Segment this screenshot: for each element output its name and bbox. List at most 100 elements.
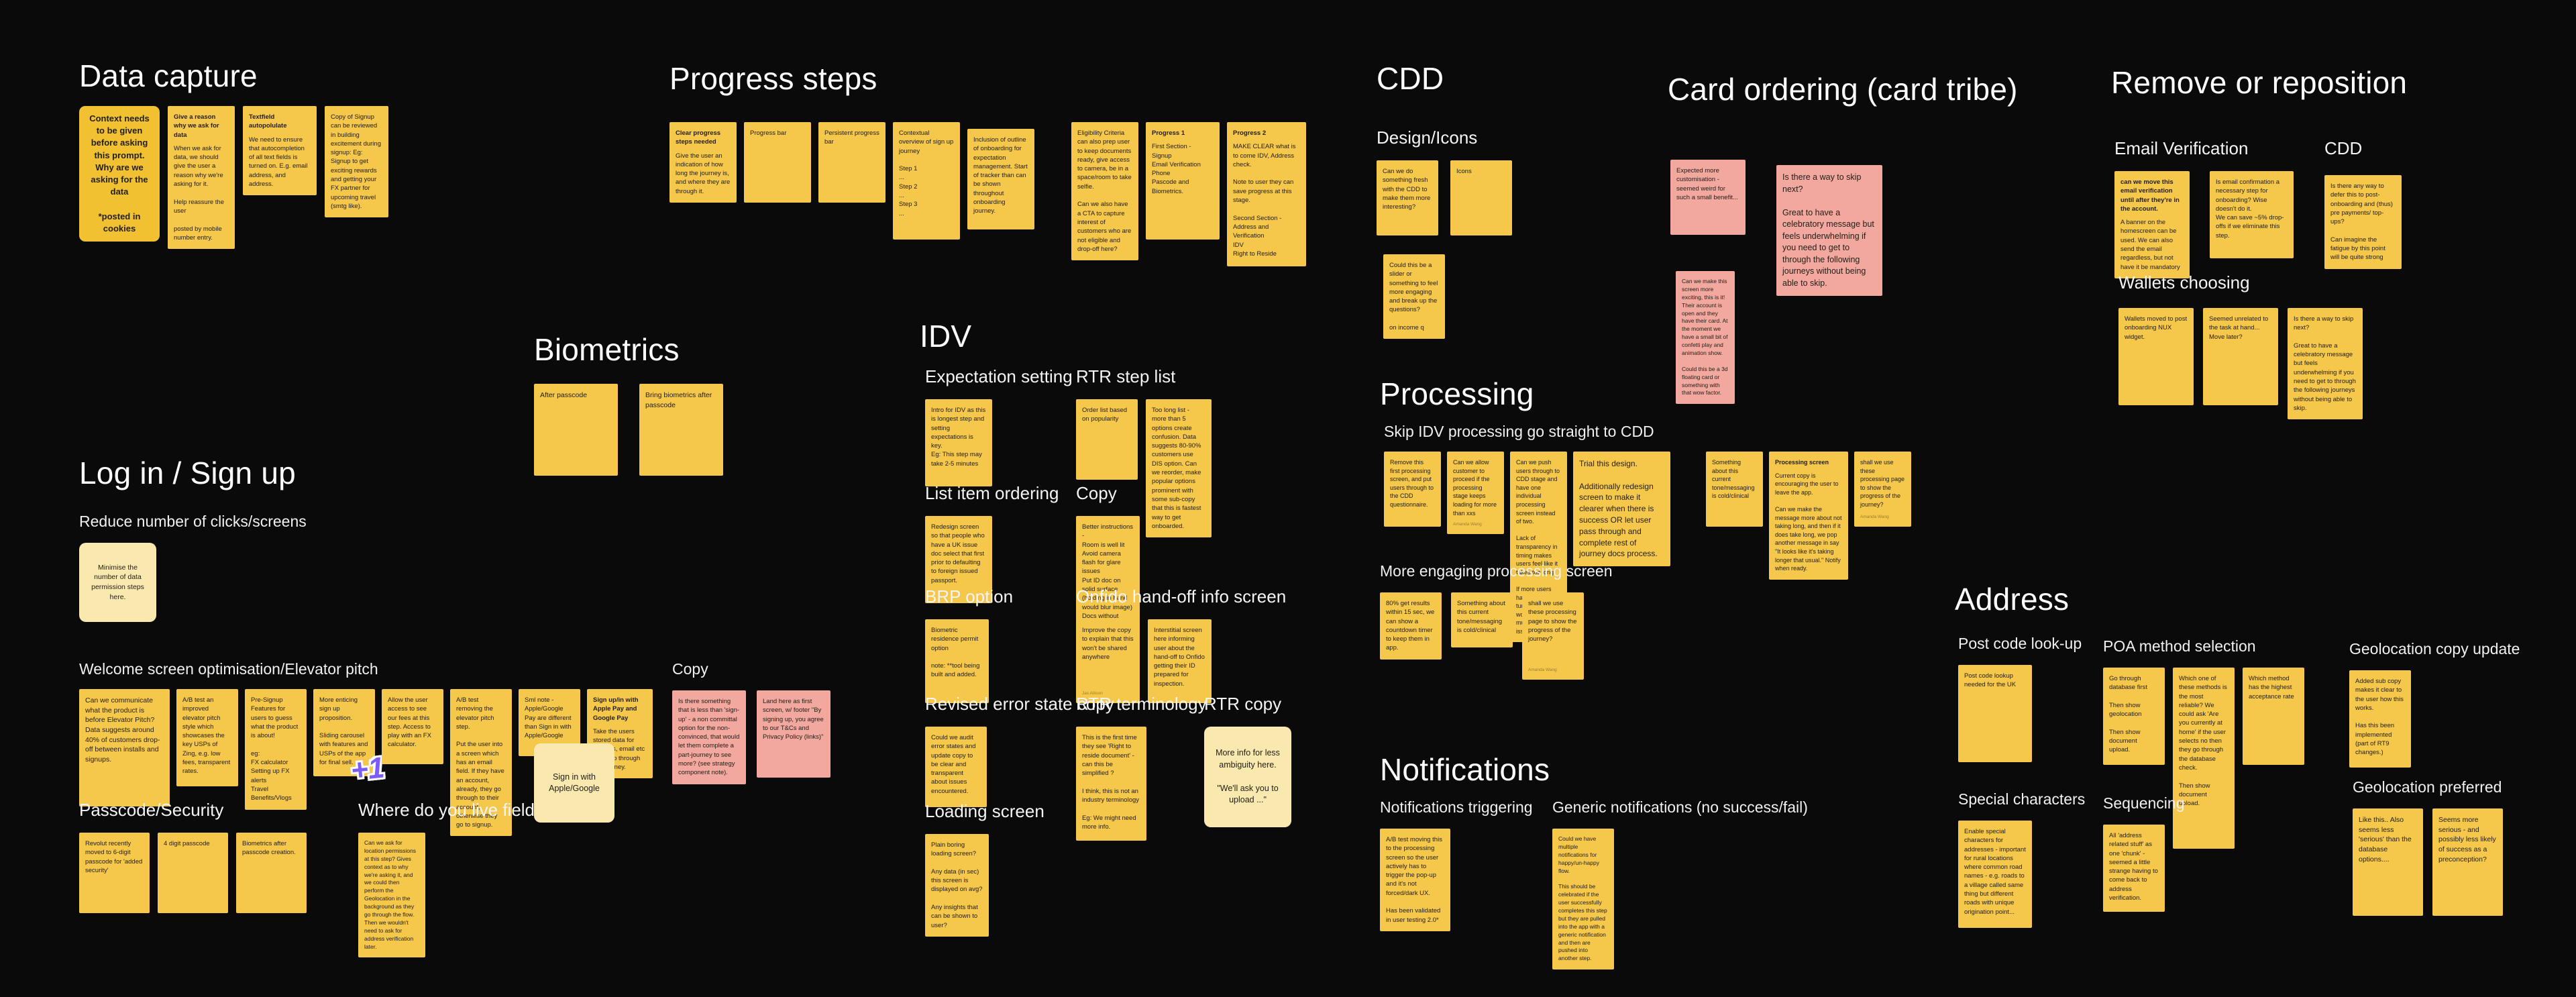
sticky-note-heading: Textfield autopolulate xyxy=(249,113,287,130)
sticky-note[interactable]: Allow the user access to see our fees at… xyxy=(382,689,443,764)
sticky-note[interactable]: Redesign screen so that people who have … xyxy=(925,516,992,603)
note-row: After passcode Bring biometrics after pas… xyxy=(534,384,723,476)
sticky-note[interactable]: Progress bar xyxy=(744,122,811,203)
sticky-note[interactable]: Minimise the number of data permission s… xyxy=(79,543,156,622)
sticky-note[interactable]: Remove this first processing screen, and… xyxy=(1384,452,1441,527)
sticky-note[interactable]: Order list based on popularity xyxy=(1076,399,1138,480)
sticky-note-text: Is there a way to skip next? Great to ha… xyxy=(2294,315,2356,412)
sticky-note[interactable]: Sign in with Apple/Google xyxy=(534,743,614,823)
sticky-note[interactable]: Context needs to be given before asking … xyxy=(79,106,160,242)
sticky-note[interactable]: Can we make this screen more exciting, t… xyxy=(1676,271,1735,405)
sticky-note[interactable]: Can we communicate what the product is b… xyxy=(79,689,170,806)
section-title: Notifications xyxy=(1380,752,1550,787)
sticky-note[interactable]: A/B test removing the elevator pitch ste… xyxy=(450,689,512,837)
sticky-note[interactable]: Which method has the highest acceptance … xyxy=(2243,668,2304,765)
sticky-note-text: MAKE CLEAR what is to come IDV, Address … xyxy=(1233,143,1296,258)
sticky-note[interactable]: Icons xyxy=(1450,160,1512,235)
note-row: Minimise the number of data permission s… xyxy=(79,543,307,622)
sticky-note[interactable]: Copy of Signup can be reviewed in buildi… xyxy=(325,106,388,218)
sticky-note[interactable]: Could we have multiple notifications for… xyxy=(1552,829,1614,970)
sticky-note-text: Progress bar xyxy=(750,129,787,137)
sticky-note[interactable]: shall we use these processing page to sh… xyxy=(1522,592,1584,680)
sticky-note-text: Bring biometrics after passcode xyxy=(645,391,712,409)
sticky-note[interactable]: Can we ask for location permissions at t… xyxy=(358,833,425,958)
section-title: Remove or reposition xyxy=(2111,65,2408,100)
plus-one-sticker[interactable]: +1 xyxy=(349,751,386,788)
sticky-note[interactable]: Is there a way to skip next? Great to ha… xyxy=(2288,308,2363,420)
sticky-note[interactable]: Go through database first Then show geol… xyxy=(2103,668,2165,765)
sticky-note-text: A/B test an improved elevator pitch styl… xyxy=(182,696,231,776)
sticky-note-text: Enable special characters for addresses … xyxy=(1964,828,2026,916)
sticky-note-text: Could this be a slider or something to f… xyxy=(1389,262,1438,332)
sticky-note-heading: Progress 1 xyxy=(1152,129,1185,137)
subsection-title: RTR terminology xyxy=(1076,694,1207,714)
sticky-note[interactable]: can we move this email verification unti… xyxy=(2114,171,2190,278)
sticky-note[interactable]: Something about this current tone/messag… xyxy=(1706,452,1763,527)
subsection-title: Geolocation copy update xyxy=(2349,640,2520,658)
section-progress-steps: Progress steps Clear progress steps need… xyxy=(669,60,1306,266)
sticky-note[interactable]: A/B test an improved elevator pitch styl… xyxy=(176,689,238,786)
sticky-note[interactable]: Bring biometrics after passcode xyxy=(639,384,723,476)
sticky-note[interactable]: Too long list - more than 5 options crea… xyxy=(1146,399,1212,538)
sticky-note[interactable]: After passcode xyxy=(534,384,618,476)
sticky-note[interactable]: Plain boring loading screen? Any data (i… xyxy=(925,834,989,937)
subsection-title: Reduce number of clicks/screens xyxy=(79,513,307,530)
sticky-note[interactable]: Pre-Signup Features for users to guess w… xyxy=(245,689,307,810)
section-title: Progress steps xyxy=(669,61,877,96)
sticky-note[interactable]: Wallets moved to post onboarding NUX wid… xyxy=(2118,308,2194,405)
sticky-note[interactable]: Contextual overview of sign up journey S… xyxy=(893,122,960,240)
sticky-note-text: Can we communicate what the product is b… xyxy=(85,696,160,764)
sticky-note[interactable]: Intro for IDV as this is longest step an… xyxy=(925,399,992,486)
sticky-note[interactable]: Improve the copy to explain that this wo… xyxy=(1076,619,1140,703)
sticky-note[interactable]: Can we do something fresh with the CDD t… xyxy=(1377,160,1438,235)
sticky-note[interactable]: Like this.. Also seems less 'serious' th… xyxy=(2353,808,2423,916)
sticky-note-heading: Processing screen xyxy=(1775,459,1829,466)
sticky-note[interactable]: Is there a way to skip next? Great to ha… xyxy=(1776,165,1882,296)
sticky-note[interactable]: Could we audit error states and update c… xyxy=(925,727,987,807)
section-title: Biometrics xyxy=(534,332,680,367)
group-rtr-copy: RTR copy More info for less ambiguity he… xyxy=(1204,694,1291,827)
sticky-note-text: Trial this design. Additionally redesign… xyxy=(1579,459,1658,559)
sticky-note[interactable]: Inclusion of outline of onboarding for e… xyxy=(967,129,1034,229)
sticky-note[interactable]: Expected more customisation - seemed wei… xyxy=(1670,160,1746,235)
sticky-note[interactable]: 80% get results within 15 sec, we can sh… xyxy=(1380,592,1442,660)
sticky-note[interactable]: Seemed unrelated to the task at hand... … xyxy=(2203,308,2278,405)
sticky-note[interactable]: Interstitial screen here informing user … xyxy=(1148,619,1212,703)
sticky-note[interactable]: Persistent progress bar xyxy=(818,122,885,203)
sticky-note[interactable]: Is email confirmation a necessary step f… xyxy=(2210,171,2294,258)
sticky-note[interactable]: Can we allow customer to proceed if the … xyxy=(1447,452,1504,535)
sticky-note[interactable]: Biometrics after passcode creation. xyxy=(236,833,307,913)
sticky-note[interactable]: shall we use these processing page to sh… xyxy=(1854,452,1911,527)
sticky-note[interactable]: Seems more serious - and possibly less l… xyxy=(2432,808,2503,916)
sticky-note[interactable]: This is the first time they see 'Right t… xyxy=(1076,727,1146,841)
subsection-title: List item ordering xyxy=(925,483,1059,503)
sticky-note[interactable]: Is there something that is less than 'si… xyxy=(672,690,746,784)
sticky-note[interactable]: Enable special characters for addresses … xyxy=(1958,821,2032,928)
sticky-note[interactable]: 4 digit passcode xyxy=(158,833,228,913)
sticky-note[interactable]: Trial this design. Additionally redesign… xyxy=(1573,452,1670,567)
sticky-note[interactable]: Which one of these methods is the most r… xyxy=(2173,668,2235,849)
sticky-note-text: Remove this first processing screen, and… xyxy=(1390,459,1434,508)
sticky-note[interactable]: A/B test moving this to the processing s… xyxy=(1380,829,1450,931)
sticky-note[interactable]: All 'address related stuff' as one 'chun… xyxy=(2103,825,2165,912)
sticky-note[interactable]: More enticing sign up proposition. Slidi… xyxy=(313,689,386,787)
sticky-note[interactable]: More info for less ambiguity here. "We'l… xyxy=(1204,727,1291,827)
sticky-note[interactable]: Eligibility Criteria can also prep user … xyxy=(1071,122,1138,261)
sticky-note[interactable]: Added sub copy makes it clear to the use… xyxy=(2349,670,2411,768)
sticky-note[interactable]: Biometric residence permit option note: … xyxy=(925,619,989,703)
sticky-note[interactable]: Post code lookup needed for the UK xyxy=(1958,665,2032,762)
sticky-note[interactable]: Is there any way to defer this to post-o… xyxy=(2324,175,2402,269)
note-row: Improve the copy to explain that this wo… xyxy=(1076,619,1286,703)
subsection-title: Wallets choosing xyxy=(2118,272,2250,293)
sticky-note[interactable]: Land here as first screen, w/ footer "By… xyxy=(757,690,830,778)
sticky-note[interactable]: Something about this current tone/messag… xyxy=(1451,592,1513,647)
sticky-note[interactable]: Could this be a slider or something to f… xyxy=(1383,254,1445,339)
sticky-note[interactable]: Revolut recently moved to 6-digit passco… xyxy=(79,833,150,913)
